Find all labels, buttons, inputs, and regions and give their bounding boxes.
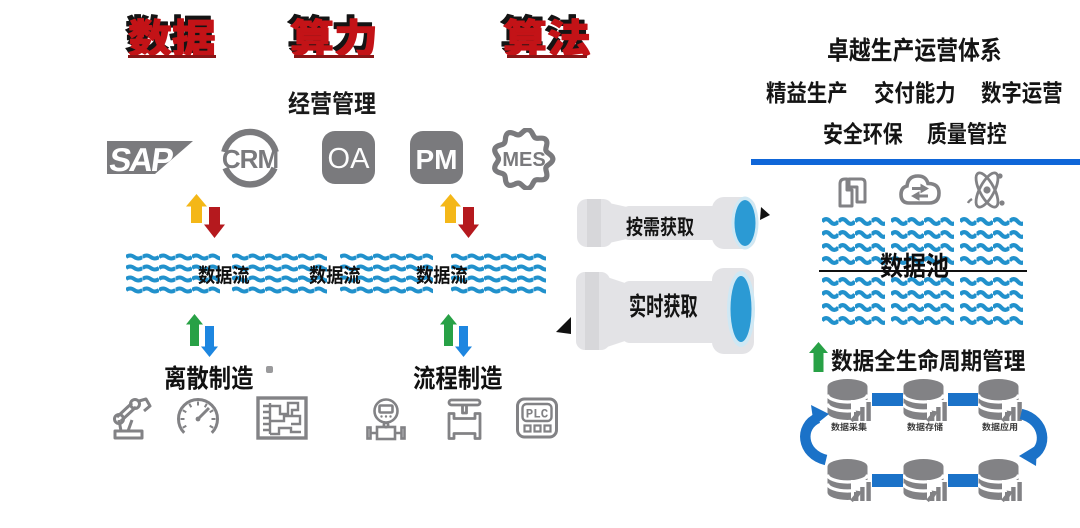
- svg-text:MES: MES: [502, 149, 545, 171]
- svg-text:CRM: CRM: [222, 144, 278, 174]
- svg-text:PM: PM: [416, 144, 458, 175]
- svg-text:SAP: SAP: [107, 142, 175, 179]
- svg-text:OA: OA: [328, 143, 371, 175]
- svg-text:PLC: PLC: [526, 408, 549, 422]
